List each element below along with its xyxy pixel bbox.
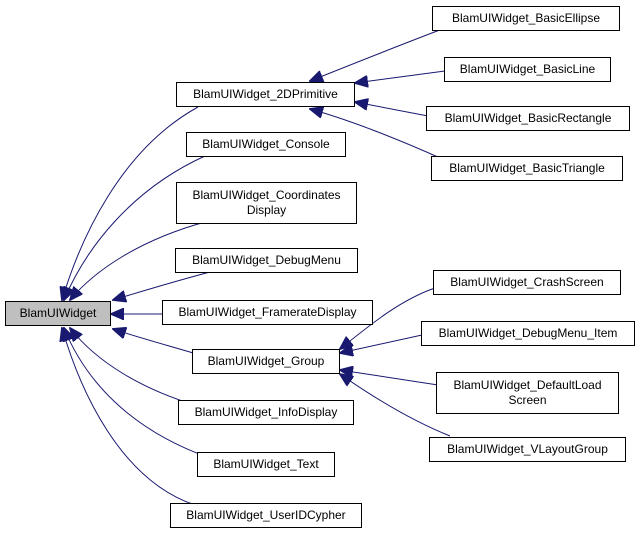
node-text[interactable]: BlamUIWidget_Text	[197, 452, 335, 477]
node-framerate-display[interactable]: BlamUIWidget_FramerateDisplay	[162, 300, 373, 325]
node-basic-rectangle[interactable]: BlamUIWidget_BasicRectangle	[426, 106, 630, 131]
edge-useridcypher-to-root	[62, 328, 196, 506]
edge-debugmenu-to-root	[113, 271, 211, 300]
edge-triangle-to-2dprimitive	[310, 109, 441, 159]
edge-group-to-root	[113, 329, 201, 356]
node-crash-screen[interactable]: BlamUIWidget_CrashScreen	[433, 270, 621, 295]
node-useridcypher[interactable]: BlamUIWidget_UserIDCypher	[170, 503, 362, 528]
node-infodisplay[interactable]: BlamUIWidget_InfoDisplay	[178, 400, 354, 425]
edge-coordinates-to-root	[70, 221, 206, 300]
node-coordinates-display[interactable]: BlamUIWidget_Coordinates Display	[176, 182, 357, 224]
node-group[interactable]: BlamUIWidget_Group	[192, 349, 340, 374]
node-blamuiwidget: BlamUIWidget	[5, 301, 111, 326]
node-basic-line[interactable]: BlamUIWidget_BasicLine	[444, 57, 611, 82]
node-2dprimitive[interactable]: BlamUIWidget_2DPrimitive	[176, 82, 355, 107]
edge-vlayoutgroup-to-group	[340, 374, 451, 437]
edge-console-to-root	[64, 155, 206, 300]
node-defaultload-screen[interactable]: BlamUIWidget_DefaultLoad Screen	[436, 372, 619, 414]
edge-rectangle-to-2dprimitive	[355, 102, 429, 117]
edge-defaultload-to-group	[340, 370, 439, 386]
edge-crashscreen-to-group	[340, 287, 436, 349]
node-debugmenu[interactable]: BlamUIWidget_DebugMenu	[175, 248, 358, 273]
edge-ellipse-to-2dprimitive	[310, 27, 446, 81]
edge-line-to-2dprimitive	[355, 70, 446, 83]
edge-text-to-root	[64, 328, 211, 459]
edge-2dprimitive-to-root	[62, 106, 199, 300]
edge-debugmenuitem-to-group	[340, 334, 423, 353]
node-debugmenu-item[interactable]: BlamUIWidget_DebugMenu_Item	[421, 321, 635, 346]
node-basic-triangle[interactable]: BlamUIWidget_BasicTriangle	[431, 156, 623, 181]
node-console[interactable]: BlamUIWidget_Console	[186, 132, 346, 157]
node-vlayoutgroup[interactable]: BlamUIWidget_VLayoutGroup	[429, 437, 626, 462]
node-basic-ellipse[interactable]: BlamUIWidget_BasicEllipse	[432, 6, 620, 31]
edge-infodisplay-to-root	[70, 328, 206, 409]
